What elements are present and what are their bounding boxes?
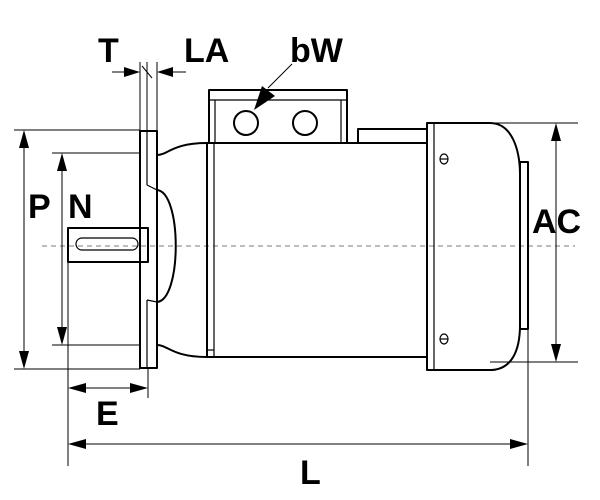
- dimension-t-la: [112, 62, 186, 131]
- fan-cover-end-cap: [519, 161, 529, 330]
- fan-cover: [426, 122, 529, 371]
- bolt-head-top: [439, 153, 449, 165]
- label-p: P: [28, 188, 51, 226]
- shaft-keyway: [75, 237, 139, 251]
- cable-gland-hole-right: [292, 110, 318, 136]
- dimension-ac: [490, 122, 578, 363]
- label-la: LA: [184, 32, 229, 70]
- flange: [139, 130, 158, 369]
- bolt-head-bottom: [439, 333, 449, 345]
- dimension-p: [14, 129, 140, 370]
- cable-gland-hole-left: [233, 110, 259, 136]
- label-n: N: [68, 188, 93, 226]
- label-ac: AC: [532, 203, 581, 241]
- shaft: [67, 227, 149, 263]
- dimension-bw-leader: [254, 63, 293, 110]
- label-e: E: [96, 395, 119, 433]
- terminal-box: [208, 89, 348, 143]
- dimension-l: [67, 330, 529, 466]
- label-bw: bW: [290, 32, 344, 70]
- dimension-n: [52, 152, 140, 346]
- body-top-step: [357, 128, 427, 143]
- dimension-e: [67, 262, 149, 398]
- flange-neck: [146, 142, 208, 358]
- label-l: L: [300, 454, 321, 492]
- motor-body: [206, 142, 428, 358]
- label-t: T: [98, 32, 119, 70]
